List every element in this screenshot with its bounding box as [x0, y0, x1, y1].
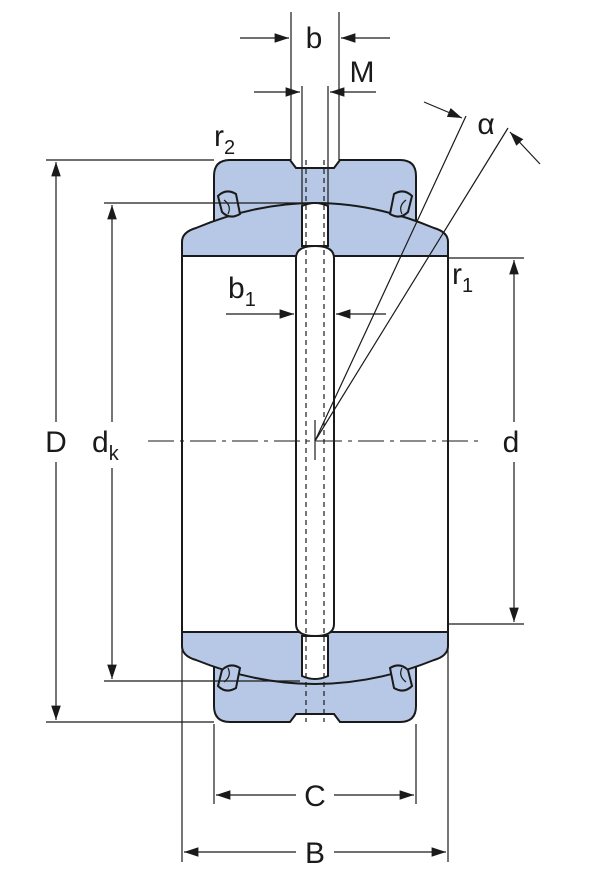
lubrication-hole-top: [301, 202, 329, 247]
alpha-line-1: [314, 115, 467, 442]
label-r1: r1: [452, 258, 473, 297]
label-M: M: [350, 56, 375, 89]
label-b1: b1: [228, 272, 256, 311]
label-C: C: [304, 780, 326, 813]
alpha-line-2: [314, 127, 509, 442]
seal-bottom-right: [388, 664, 414, 692]
label-b: b: [306, 22, 323, 55]
seal-top-right: [388, 190, 414, 218]
label-d: d: [503, 426, 520, 459]
lubrication-hole-bottom: [301, 635, 329, 680]
label-B: B: [305, 837, 325, 870]
label-r2: r2: [214, 120, 235, 159]
alpha-arrow-right: [509, 131, 541, 165]
seal-top-left: [216, 190, 242, 218]
alpha-arrow-left: [423, 101, 463, 119]
label-dk: dk: [92, 426, 120, 465]
label-D: D: [45, 426, 67, 459]
label-alpha: α: [477, 108, 494, 141]
